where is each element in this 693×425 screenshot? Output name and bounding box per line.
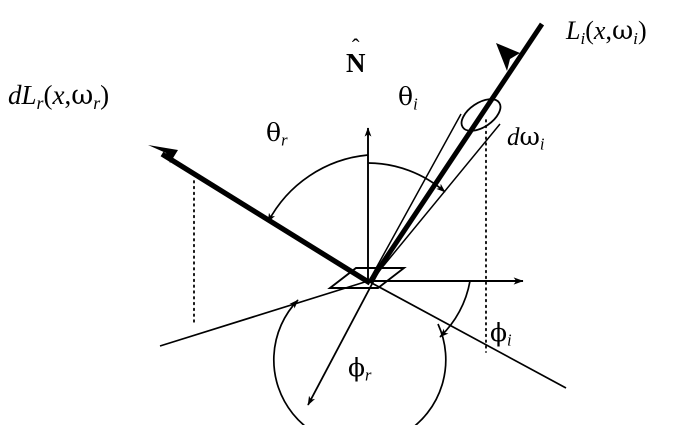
incoming-radiance-sub-i1: i — [580, 28, 586, 48]
surface-axes — [159, 277, 567, 389]
incoming-radiance-paren-close: ) — [637, 16, 647, 45]
outgoing-radiance-L: L — [21, 80, 37, 110]
outgoing-radiance-paren-open: ( — [43, 80, 53, 110]
phi-reflected-label: ϕr — [348, 355, 371, 384]
incoming-radiance-L: L — [566, 16, 581, 45]
cone-cap-ellipse — [460, 98, 502, 132]
phi-i-arc — [439, 280, 471, 338]
phi-incident-symbol: ϕ — [490, 318, 508, 347]
outgoing-radiance-d: d — [8, 80, 22, 110]
theta-reflected-label: θr — [266, 120, 287, 149]
phi-incident-label: ϕi — [490, 320, 512, 349]
incoming-radiance-label: Li(x,ωi) — [566, 18, 647, 47]
phi-reflected-symbol: ϕ — [348, 353, 366, 382]
projection-axis-incident — [367, 280, 567, 389]
outgoing-radiance-label: dLr(x,ωr) — [8, 82, 109, 113]
projection-axis-left — [159, 280, 369, 347]
incoming-radiance-sub-i2: i — [633, 28, 638, 48]
phi-r-ray-line — [307, 249, 391, 406]
outgoing-radiance-paren-close: ) — [100, 80, 110, 110]
dotted-droplines — [193, 119, 487, 353]
cone-edge-right — [370, 123, 501, 282]
incoming-radiance-paren-open: ( — [585, 16, 594, 45]
outgoing-radiance-sub-r2: r — [93, 92, 101, 113]
outgoing-radiance-comma: , — [64, 80, 72, 110]
outgoing-ray-arrowhead — [148, 145, 178, 163]
solid-angle-label: dωi — [507, 124, 544, 153]
theta-i-arc — [367, 162, 446, 193]
hat-accent: ˆ — [351, 35, 360, 61]
incoming-ray-line — [367, 22, 545, 284]
solid-angle-omega: ω — [519, 122, 540, 151]
outgoing-ray-line — [160, 151, 372, 286]
surface-patch — [327, 267, 407, 289]
incoming-radiance-ray — [367, 22, 545, 284]
outgoing-radiance-omega: ω — [71, 80, 94, 111]
theta-incident-symbol: θ — [398, 82, 414, 111]
surface-patch-quad — [327, 267, 407, 289]
incoming-radiance-comma: , — [605, 16, 612, 45]
theta-incident-label: θi — [398, 84, 418, 113]
phi-incident-sub: i — [507, 330, 512, 350]
theta-reflected-symbol: θ — [266, 118, 282, 147]
outgoing-radiance-x: x — [52, 80, 65, 110]
theta-reflected-sub: r — [281, 130, 288, 150]
solid-angle-sub: i — [539, 134, 545, 154]
phi-r-direction-ray — [307, 249, 391, 406]
outgoing-radiance-ray — [148, 145, 372, 286]
angle-arcs — [267, 154, 471, 425]
incoming-radiance-x: x — [593, 16, 606, 45]
outgoing-radiance-sub-r1: r — [36, 92, 44, 113]
phi-r-arc — [272, 299, 447, 425]
phi-reflected-sub: r — [365, 365, 372, 385]
cone-edge-left — [368, 113, 462, 282]
solid-angle-d: d — [507, 124, 520, 151]
solid-angle-cone — [368, 98, 502, 282]
theta-incident-sub: i — [413, 94, 418, 114]
incoming-radiance-omega: ω — [611, 16, 634, 46]
incoming-ray-arrowhead — [496, 43, 520, 71]
theta-r-arc — [267, 154, 369, 223]
normal-symbol: N — [346, 48, 366, 78]
